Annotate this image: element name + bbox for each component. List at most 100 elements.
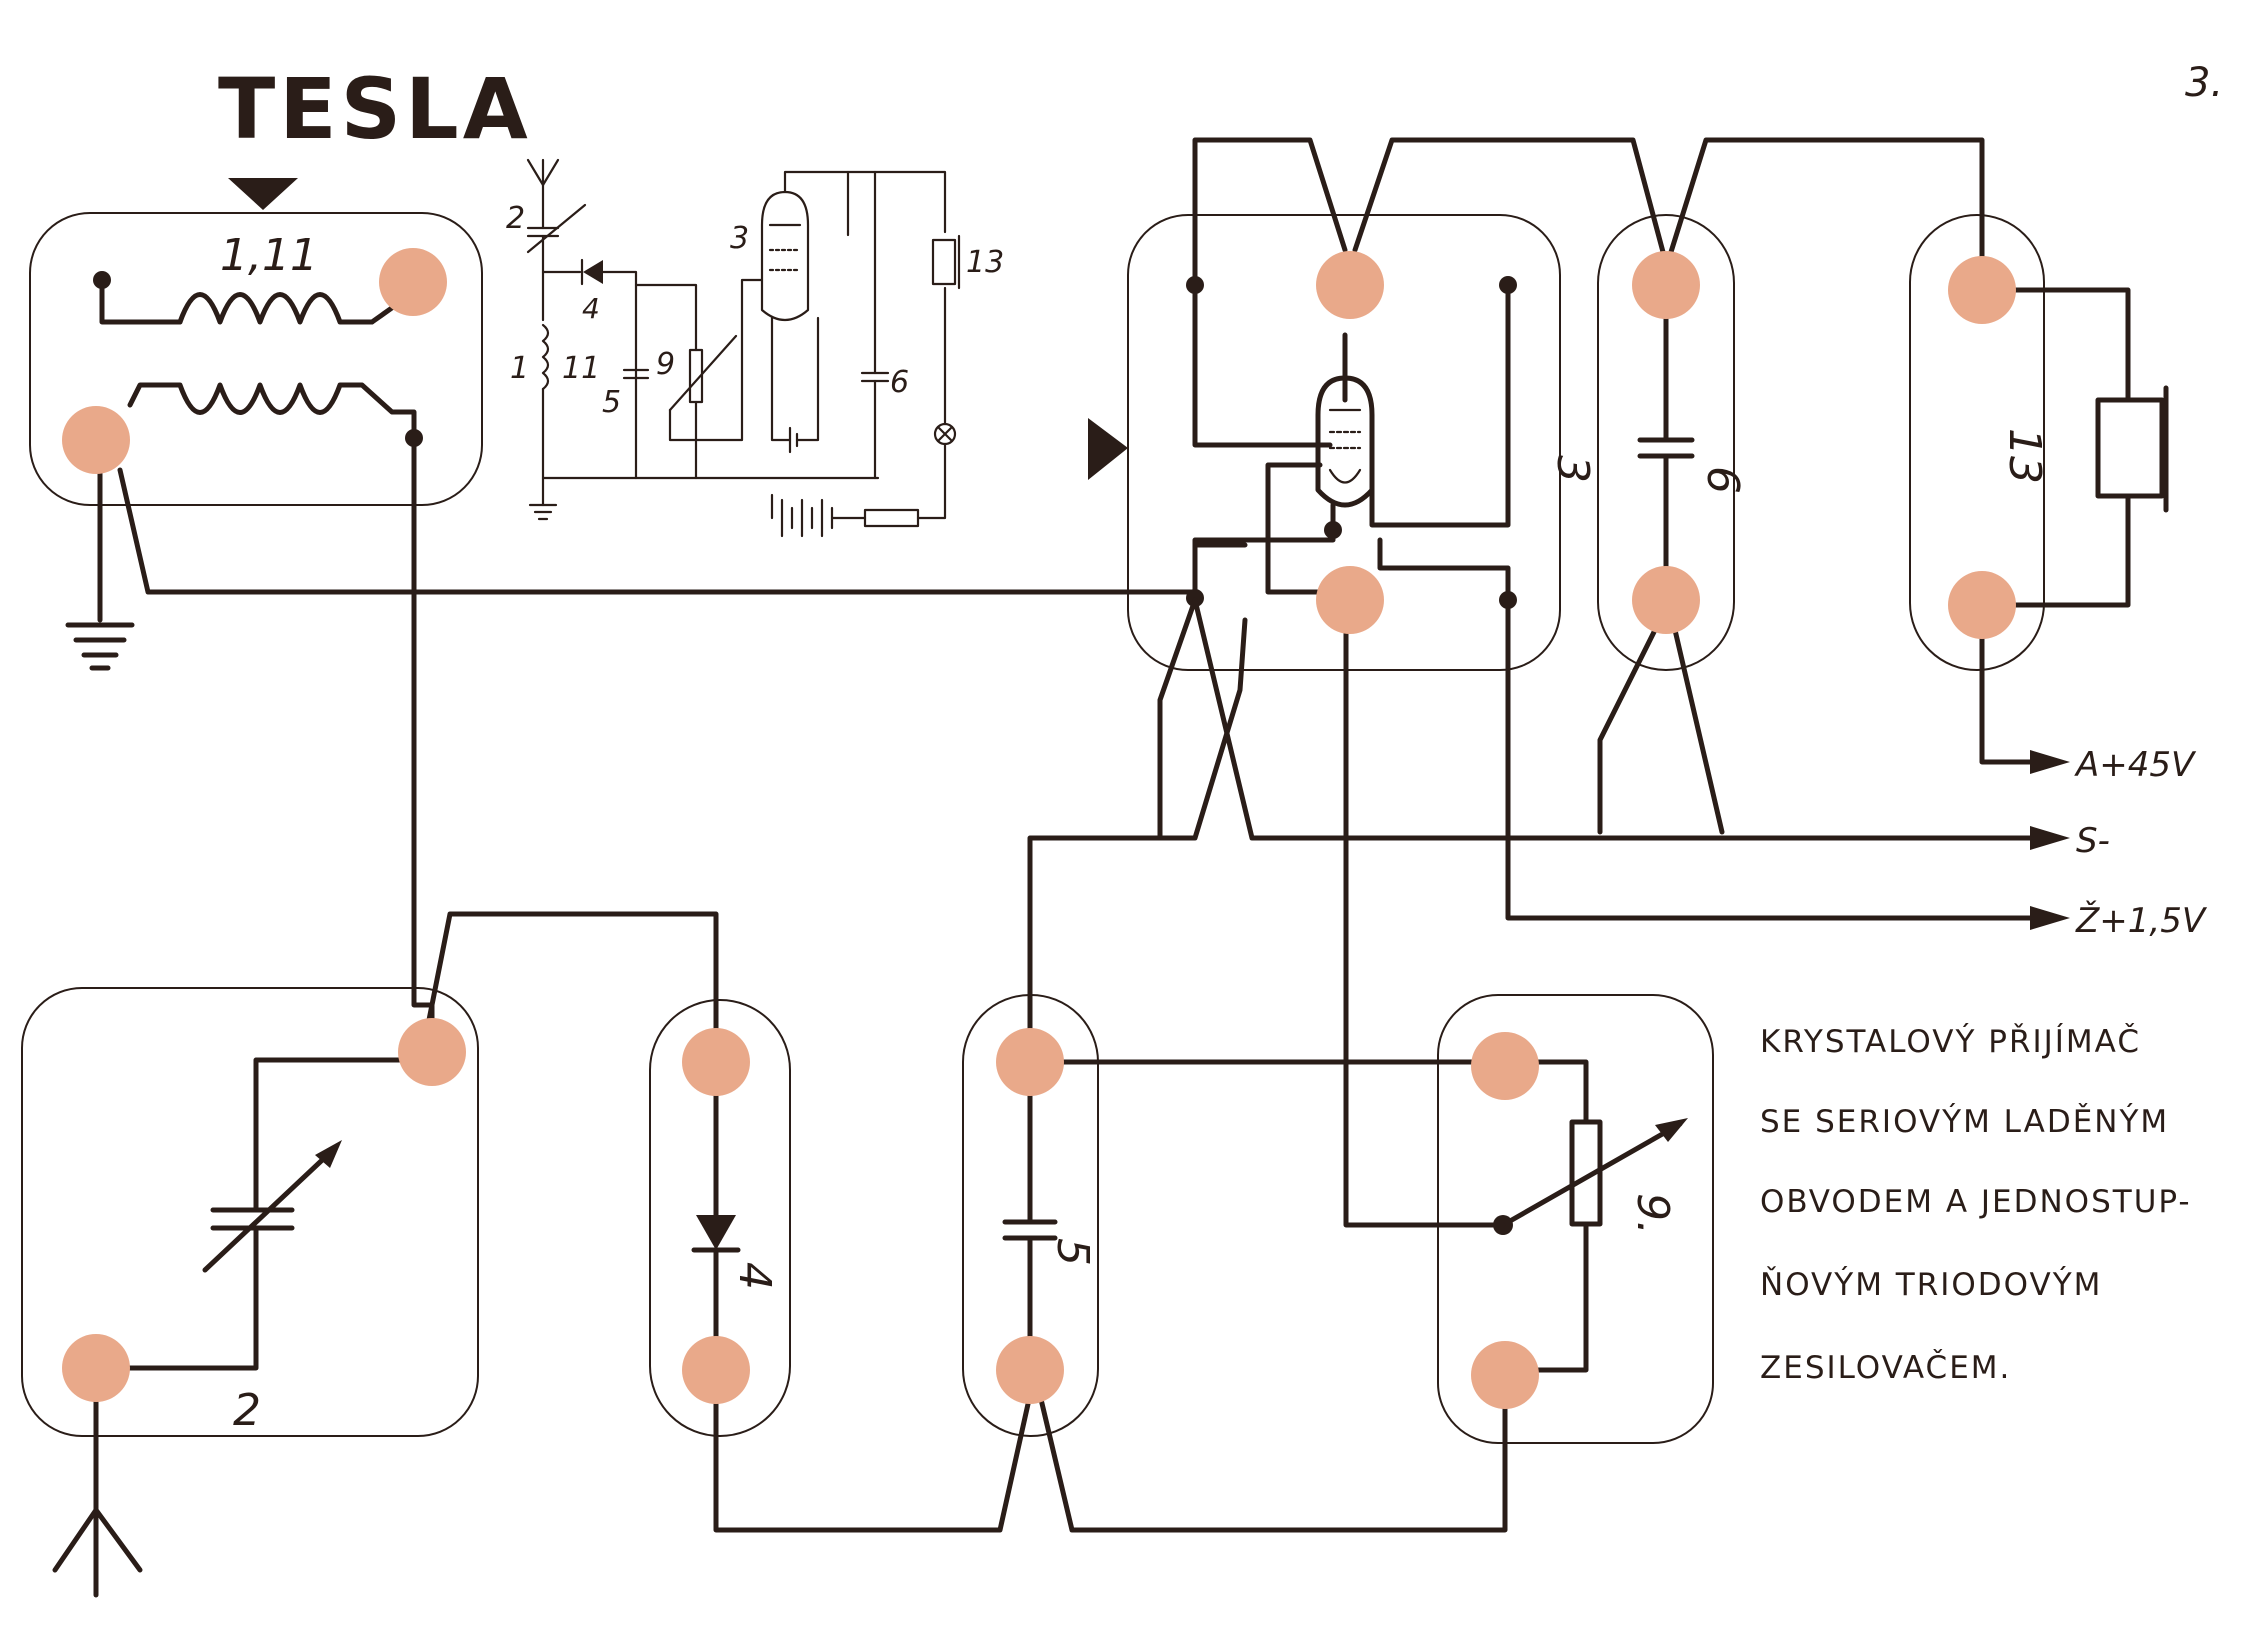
antenna-leg — [52, 1507, 99, 1573]
wire-top-to-phones — [1668, 137, 1985, 265]
pad — [1632, 251, 1700, 319]
wire-to-anode-supply — [1979, 627, 2033, 765]
caption-line-5: ZESILOVAČEM. — [1760, 1349, 2011, 1386]
pad — [682, 1336, 750, 1404]
wire-cap5-to-tube — [1027, 617, 1248, 1033]
schematic-wire — [783, 170, 850, 237]
potentiometer-label: 9. — [1627, 1193, 1678, 1235]
diode-label: 4 — [729, 1262, 780, 1290]
wire-tube-right — [1369, 282, 1511, 528]
schematic-wire — [846, 170, 947, 234]
board-capacitor-6 — [1597, 214, 1735, 671]
orientation-marker-side — [1088, 418, 1128, 480]
schematic-headphones — [931, 238, 957, 286]
capacitor-5-label: 5 — [1047, 1238, 1098, 1266]
wire — [99, 277, 183, 325]
wire-filament-2 — [1377, 537, 1511, 603]
wire-tube-top — [1192, 137, 1348, 288]
caption-line-1: KRYSTALOVÝ PŘIJÍMAČ — [1760, 1023, 2141, 1060]
schematic-diode — [583, 260, 603, 284]
tube-label: 3 — [1547, 455, 1598, 483]
arrow-heater — [2030, 906, 2070, 930]
junction — [405, 429, 423, 447]
supply-heater-label: Ž+1,5V — [2075, 900, 2208, 941]
schematic-coil — [541, 323, 550, 391]
schematic-label-5: 5 — [602, 385, 621, 420]
wire — [1157, 597, 1198, 841]
board-headphones — [1909, 214, 2045, 671]
supply-grid-label: S- — [2076, 821, 2110, 861]
potentiometer-wiper — [1500, 1121, 1683, 1228]
headphones-label: 13 — [1999, 428, 2050, 484]
wire-tube-left — [1192, 282, 1333, 448]
wire-to-heater-supply — [1505, 597, 2033, 921]
schematic-label-3: 3 — [730, 221, 749, 256]
orientation-marker-top — [228, 178, 298, 210]
wire-tuning-to-diode — [425, 911, 719, 1063]
tube-filament — [1328, 468, 1362, 484]
brand-logo: TESLA — [218, 60, 532, 158]
pad — [1471, 1032, 1539, 1100]
diode-triangle — [696, 1215, 736, 1250]
wire-filament — [1192, 502, 1336, 595]
board-potentiometer — [1437, 994, 1714, 1444]
arrow-head — [1655, 1118, 1688, 1142]
arrow-grid — [2030, 826, 2070, 850]
wire — [1672, 627, 1725, 835]
pad — [1948, 571, 2016, 639]
arrow-anode — [2030, 750, 2070, 774]
wire-tube-grid — [1265, 462, 1348, 595]
schematic-wire — [634, 283, 698, 352]
schematic-label-4: 4 — [582, 292, 600, 325]
schematic-label-6: 6 — [890, 365, 909, 400]
antenna-leg — [93, 1507, 143, 1573]
pad — [398, 1018, 466, 1086]
wire-top-loop — [1352, 137, 1666, 255]
tuning-capacitor-arrow — [202, 1145, 338, 1273]
caption-line-2: SE SERIOVÝM LADĚNÝM — [1760, 1104, 2169, 1140]
schematic-pot-arrow — [668, 334, 738, 412]
pad — [379, 248, 447, 316]
schematic-wire — [916, 442, 947, 520]
schematic-label-1: 1 — [510, 351, 529, 386]
schematic-lamp — [936, 425, 954, 443]
secondary-coil — [127, 382, 417, 441]
arrow-head — [315, 1140, 342, 1168]
pad — [1471, 1341, 1539, 1409]
pad — [996, 1336, 1064, 1404]
pad — [1316, 566, 1384, 634]
page-number: 3. — [2185, 60, 2223, 106]
board-diode — [649, 999, 791, 1437]
tube-body — [1315, 375, 1375, 508]
wire-cap5-to-pot — [1037, 1367, 1508, 1533]
schematic-wire — [795, 316, 820, 442]
pad — [62, 406, 130, 474]
board-coil — [29, 212, 483, 506]
pad — [1948, 256, 2016, 324]
pad — [62, 1334, 130, 1402]
supply-anode-label: A+45V — [2074, 745, 2197, 785]
schematic-wire — [770, 316, 792, 442]
board-tuning-capacitor — [21, 987, 479, 1437]
junction — [1499, 276, 1517, 294]
wire — [93, 1225, 259, 1371]
coil-label: 1,11 — [220, 230, 318, 281]
pad — [1316, 251, 1384, 319]
wire — [2007, 287, 2131, 403]
wire — [2007, 493, 2131, 608]
wire-diode-bottom — [713, 1367, 1033, 1533]
primary-coil — [177, 292, 375, 325]
pad — [1632, 566, 1700, 634]
schematic-label-2: 2 — [506, 201, 525, 236]
caption-line-4: ŇOVÝM TRIODOVÝM — [1760, 1267, 2102, 1303]
schematic-wire — [668, 278, 764, 442]
schematic-cap-arrow — [526, 203, 587, 254]
wire — [1597, 627, 1658, 835]
capacitor-6-label: 6 — [1697, 466, 1748, 494]
schematic-tube — [760, 190, 810, 322]
pad — [682, 1028, 750, 1096]
schematic-wire — [601, 270, 638, 480]
